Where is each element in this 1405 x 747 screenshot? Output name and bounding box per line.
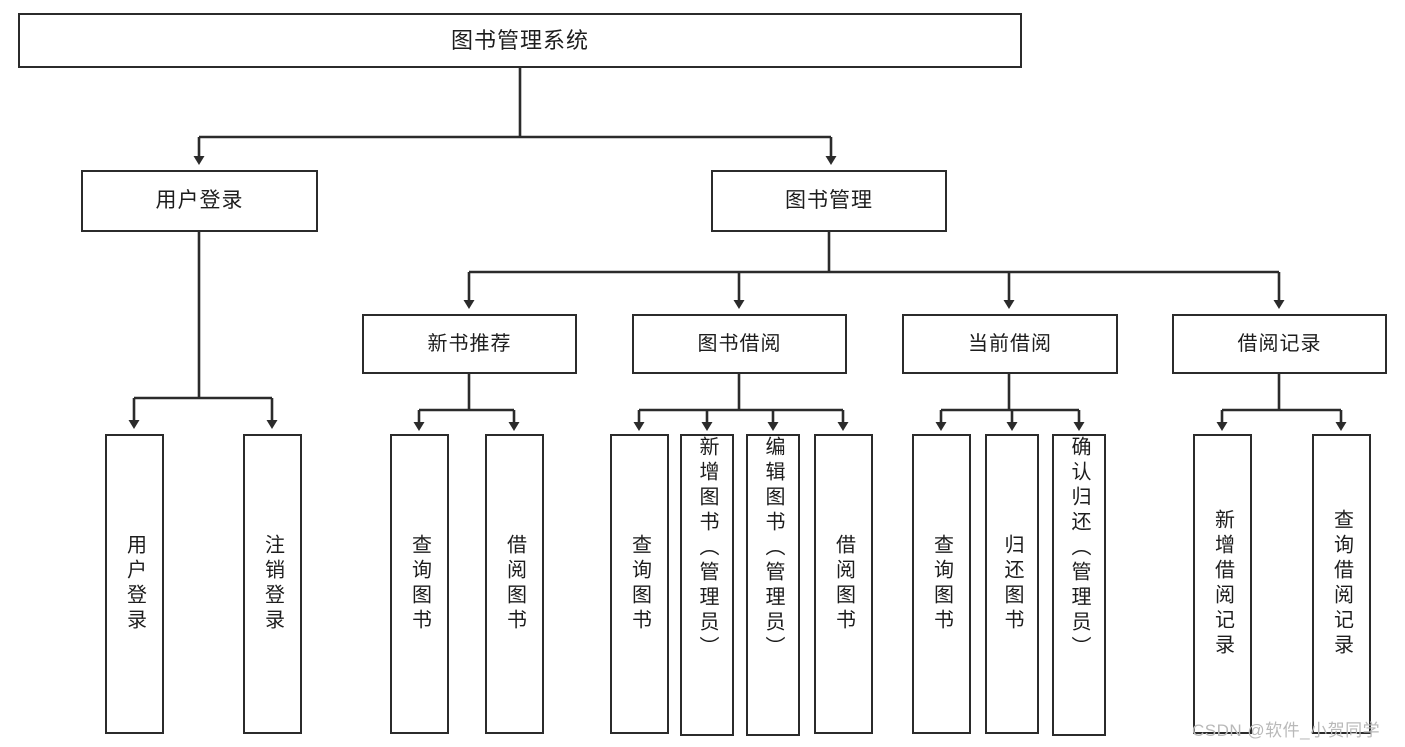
node-current-borrow-label: 当前借阅 [968,332,1052,355]
csdn-watermark: CSDN @软件_小贺同学 [1192,721,1381,740]
node-book-borrow-label: 图书借阅 [697,332,782,355]
node-borrow-record-label: 借阅记录 [1237,332,1322,355]
node-leaf-user-login-label: 用户登录 [123,534,146,634]
node-leaf-add-book-admin-label: 新增图书（管理员） [696,436,718,661]
node-book-manage[interactable]: 图书管理 [711,170,947,232]
node-root[interactable]: 图书管理系统 [18,13,1022,68]
node-leaf-query-book-1-label: 查询图书 [408,534,431,634]
node-leaf-edit-book-admin[interactable]: 编辑图书（管理员） [746,434,800,736]
node-leaf-borrow-book-1[interactable]: 借阅图书 [485,434,544,734]
node-leaf-logout-label: 注销登录 [261,534,284,634]
node-leaf-confirm-return-admin[interactable]: 确认归还（管理员） [1052,434,1106,736]
node-borrow-record[interactable]: 借阅记录 [1172,314,1387,374]
node-leaf-user-login[interactable]: 用户登录 [105,434,164,734]
node-leaf-query-borrow-record-label: 查询借阅记录 [1330,509,1353,659]
node-leaf-logout[interactable]: 注销登录 [243,434,302,734]
node-leaf-borrow-book-1-label: 借阅图书 [503,534,526,634]
node-leaf-return-book[interactable]: 归还图书 [985,434,1039,734]
node-user-login-label: 用户登录 [155,188,244,212]
node-current-borrow[interactable]: 当前借阅 [902,314,1118,374]
node-leaf-query-book-2[interactable]: 查询图书 [610,434,669,734]
node-leaf-add-borrow-record[interactable]: 新增借阅记录 [1193,434,1252,734]
node-new-book-rec[interactable]: 新书推荐 [362,314,577,374]
node-leaf-add-book-admin[interactable]: 新增图书（管理员） [680,434,734,736]
node-new-book-rec-label: 新书推荐 [427,332,512,355]
node-leaf-confirm-return-admin-label: 确认归还（管理员） [1068,436,1090,661]
node-leaf-query-book-3-label: 查询图书 [930,534,953,634]
node-leaf-query-book-2-label: 查询图书 [628,534,651,634]
node-user-login[interactable]: 用户登录 [81,170,318,232]
node-book-manage-label: 图书管理 [785,188,873,212]
node-leaf-query-book-1[interactable]: 查询图书 [390,434,449,734]
node-root-label: 图书管理系统 [450,27,589,53]
node-leaf-return-book-label: 归还图书 [1001,534,1023,634]
node-leaf-borrow-book-2[interactable]: 借阅图书 [814,434,873,734]
node-leaf-query-book-3[interactable]: 查询图书 [912,434,971,734]
node-leaf-borrow-book-2-label: 借阅图书 [832,534,855,634]
node-leaf-edit-book-admin-label: 编辑图书（管理员） [762,436,784,661]
node-leaf-add-borrow-record-label: 新增借阅记录 [1211,509,1234,659]
node-leaf-query-borrow-record[interactable]: 查询借阅记录 [1312,434,1371,734]
node-book-borrow[interactable]: 图书借阅 [632,314,847,374]
